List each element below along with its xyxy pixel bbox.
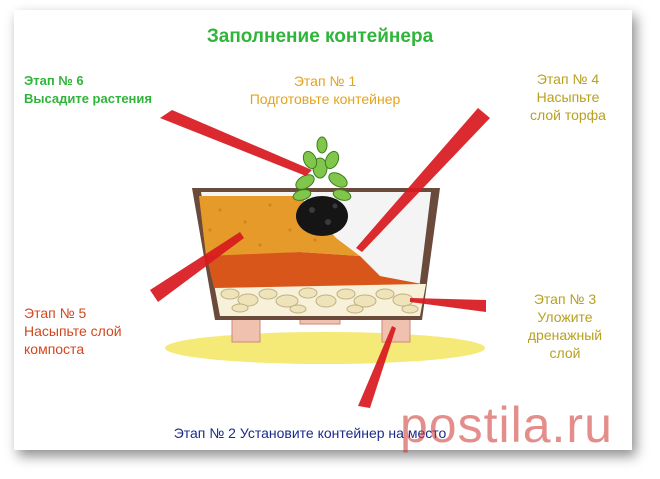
step5-text-1: Насыпьте слой: [24, 323, 122, 339]
step5-number: Этап № 5: [24, 305, 87, 321]
plant-leaves: [292, 136, 352, 201]
step3-label: Этап № 3 Уложите дренажный слой: [510, 290, 620, 362]
step3-text-1: Уложите: [537, 309, 593, 325]
pointer-arrows: [150, 108, 490, 408]
step2-text: Этап № 2 Установите контейнер на место: [173, 425, 447, 441]
arrow-step2: [358, 326, 396, 408]
step6-label: Этап № 6 Высадите растения: [24, 72, 224, 108]
step3-text-3: слой: [549, 345, 581, 361]
step2-label: Этап № 2 Установите контейнер на место: [120, 424, 500, 442]
step4-number: Этап № 4: [536, 71, 600, 87]
step3-text-2: дренажный: [527, 327, 603, 343]
container-foot-left: [231, 317, 261, 343]
step5-label: Этап № 5 Насыпьте слой компоста: [24, 304, 174, 358]
step1-label: Этап № 1 Подготовьте контейнер: [240, 72, 410, 108]
step4-text-2: слой торфа: [530, 107, 606, 123]
arrow-step6: [160, 110, 312, 176]
container-foot-right: [381, 317, 411, 343]
watermark-postila: postila.ru: [400, 397, 613, 453]
step5-text-2: компоста: [24, 341, 85, 357]
step3-number: Этап № 3: [533, 291, 597, 307]
compost-layer: [206, 252, 422, 288]
diagram-title: Заполнение контейнера: [206, 26, 434, 47]
step1-number: Этап № 1: [293, 73, 357, 89]
ground-shadow: [165, 332, 485, 364]
plant-rootball: [296, 196, 348, 236]
step4-text-1: Насыпьте: [536, 89, 600, 105]
arrow-step3: [410, 298, 486, 312]
drainage-stones: [220, 287, 419, 314]
step6-number: Этап № 6: [24, 73, 84, 88]
step1-text: Подготовьте контейнер: [249, 91, 401, 107]
arrow-step1: [356, 108, 490, 252]
step6-text: Высадите растения: [24, 91, 152, 106]
arrow-step5: [150, 232, 244, 302]
step4-label: Этап № 4 Насыпьте слой торфа: [508, 70, 628, 124]
